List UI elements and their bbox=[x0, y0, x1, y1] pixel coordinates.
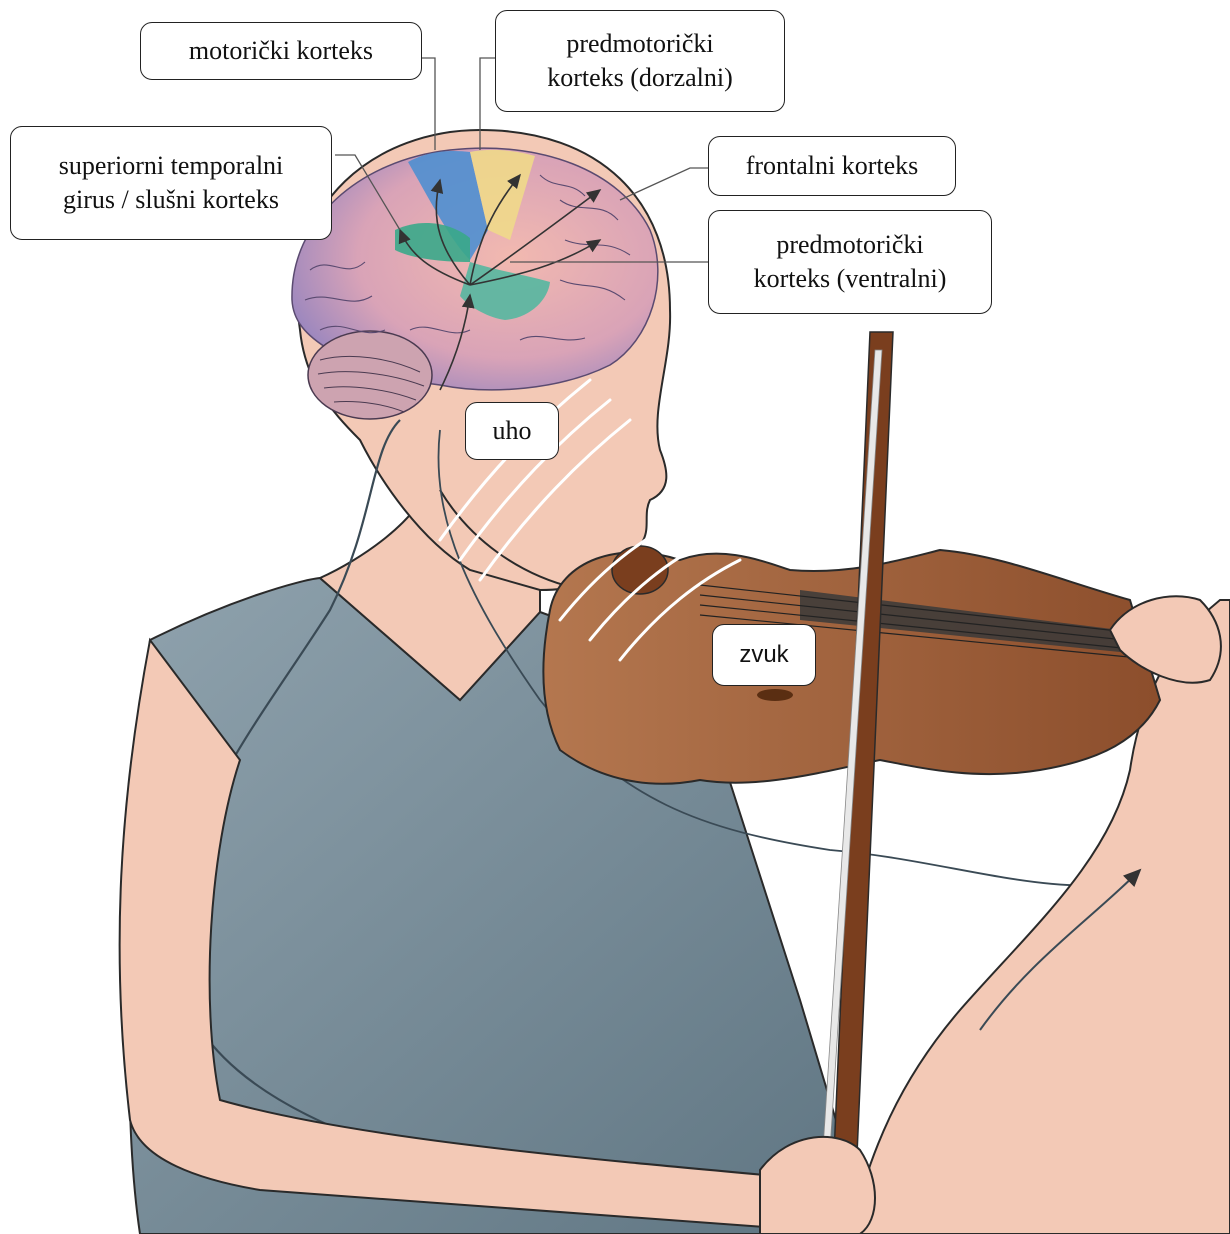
violin-f-hole bbox=[757, 689, 793, 701]
bow-hand bbox=[760, 1137, 875, 1234]
label-superior-temporal: superiorni temporalni girus / slušni kor… bbox=[10, 126, 332, 240]
label-premotor-dorsal: predmotorički korteks (dorzalni) bbox=[495, 10, 785, 112]
label-premotor-ventral: predmotorički korteks (ventralni) bbox=[708, 210, 992, 314]
label-ear: uho bbox=[465, 402, 559, 460]
label-motor-cortex: motorički korteks bbox=[140, 22, 422, 80]
label-frontal-cortex: frontalni korteks bbox=[708, 136, 956, 196]
cerebellum bbox=[308, 331, 432, 419]
label-sound: zvuk bbox=[712, 624, 816, 686]
